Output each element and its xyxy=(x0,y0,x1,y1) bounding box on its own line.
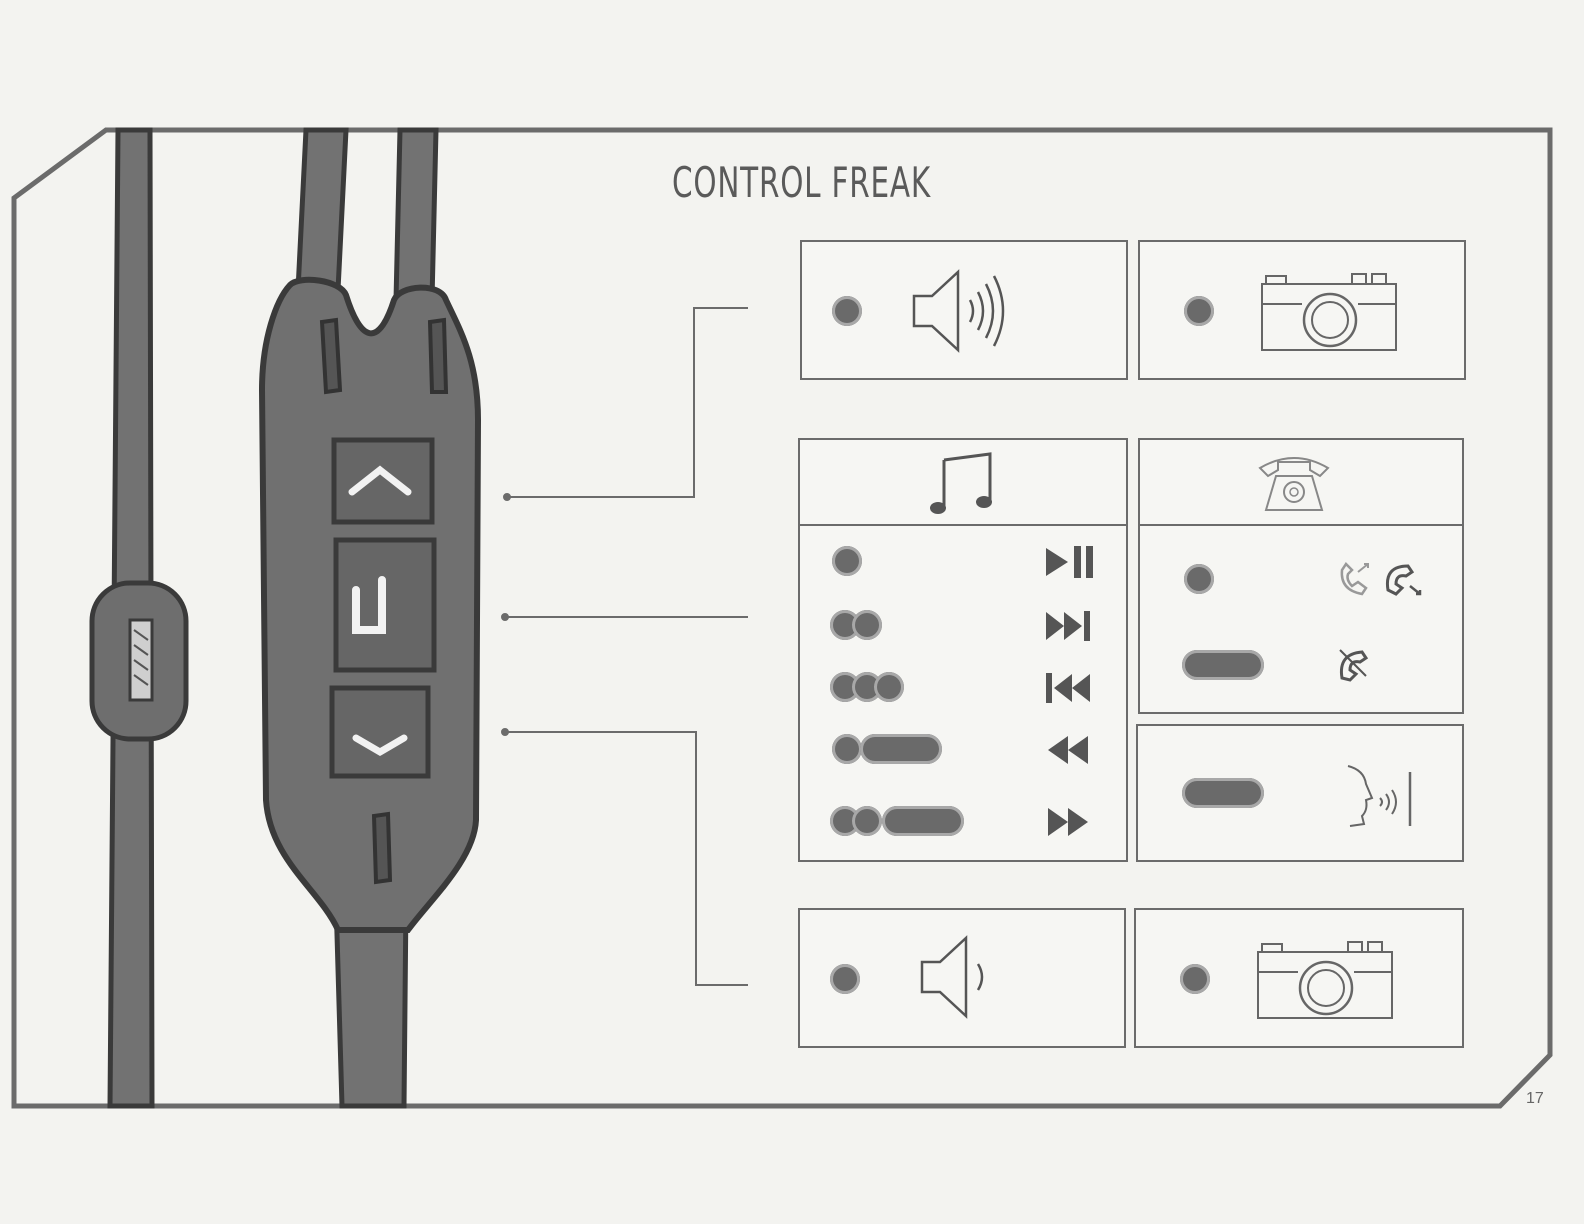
hold-indicator xyxy=(882,806,964,836)
panel-camera-bottom xyxy=(1134,908,1464,1048)
volume-down-button[interactable] xyxy=(332,688,428,776)
single-press-indicator xyxy=(832,546,862,576)
speaker-quiet-icon xyxy=(918,932,1008,1022)
hold-indicator xyxy=(1182,778,1264,808)
volume-up-button[interactable] xyxy=(334,440,432,522)
panel-camera-top xyxy=(1138,240,1466,380)
previous-track-icon xyxy=(1044,670,1096,706)
hold-indicator xyxy=(860,734,942,764)
panel-volume-down xyxy=(798,908,1126,1048)
double-press-indicator-2 xyxy=(852,610,882,640)
leader-lines xyxy=(502,308,748,985)
panel-volume-up xyxy=(800,240,1128,380)
single-press-indicator xyxy=(832,296,862,326)
single-press-indicator xyxy=(1184,296,1214,326)
panel-phone xyxy=(1138,438,1464,714)
page-title: CONTROL FREAK xyxy=(672,158,931,207)
panel-voice xyxy=(1136,724,1464,862)
panel-phone-header xyxy=(1140,440,1462,526)
fast-forward-icon xyxy=(1044,804,1096,840)
left-cable xyxy=(92,130,186,1106)
page-number: 17 xyxy=(1526,1090,1544,1108)
double-press-indicator-2 xyxy=(852,806,882,836)
play-pause-icon xyxy=(1044,544,1096,580)
panel-music-header xyxy=(800,440,1126,526)
rewind-icon xyxy=(1044,732,1096,768)
music-note-icon xyxy=(930,448,1000,518)
answer-end-call-icon xyxy=(1336,560,1432,600)
camera-icon xyxy=(1260,270,1400,354)
voice-control-icon xyxy=(1344,762,1424,832)
hold-indicator xyxy=(1182,650,1264,680)
triple-press-indicator-3 xyxy=(874,672,904,702)
speaker-loud-icon xyxy=(910,266,1020,356)
camera-icon xyxy=(1256,938,1396,1022)
decline-call-icon xyxy=(1334,644,1374,684)
next-track-icon xyxy=(1044,608,1096,644)
center-button[interactable] xyxy=(336,540,434,670)
telephone-icon xyxy=(1254,450,1334,514)
single-press-indicator xyxy=(830,964,860,994)
press-indicator xyxy=(832,734,862,764)
single-press-indicator xyxy=(1184,564,1214,594)
single-press-indicator xyxy=(1180,964,1210,994)
panel-music xyxy=(798,438,1128,862)
